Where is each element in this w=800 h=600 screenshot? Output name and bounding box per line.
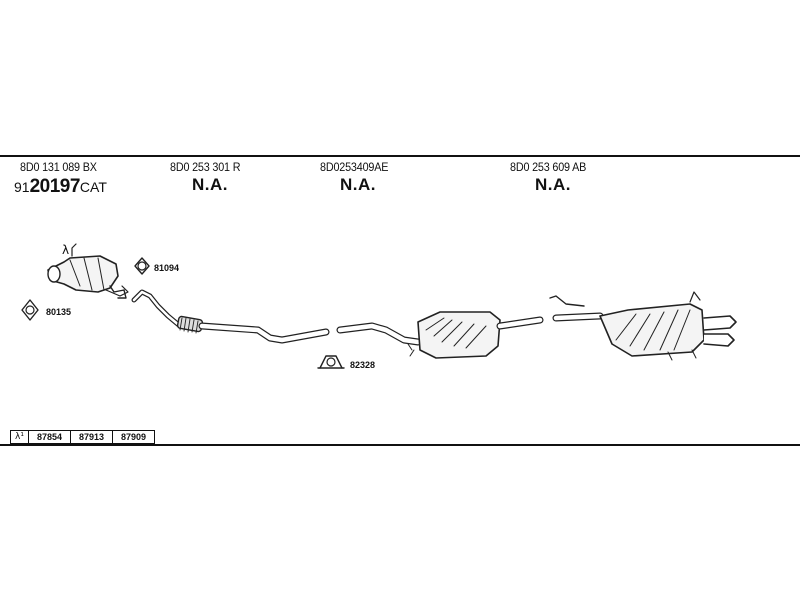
sensor-part-cell: 87909: [111, 430, 156, 444]
lambda-sensor-label: λ: [62, 243, 69, 257]
part-number-front-pipe: 8D0 253 301 R: [170, 160, 241, 174]
middle-silencer-drawing: [336, 311, 544, 359]
gasket-81094-icon: [134, 257, 150, 275]
sensor-part-cell: 87913: [69, 430, 114, 444]
sensor-part-cell: 87854: [27, 430, 71, 444]
bottom-divider: [0, 444, 800, 446]
gasket-81094-label: 81094: [154, 263, 179, 273]
part-number-rear-silencer: 8D0 253 609 AB: [510, 160, 587, 174]
catalytic-converter-drawing: [47, 243, 129, 299]
clamp-82328-label: 82328: [350, 360, 375, 370]
catalyst-prefix: 91: [14, 179, 30, 195]
rear-silencer-drawing: [549, 291, 737, 361]
catalyst-number: 20197: [29, 176, 81, 197]
clamp-82328-icon: [317, 355, 345, 369]
catalyst-suffix: CAT: [79, 179, 107, 195]
front-pipe-drawing: [131, 289, 330, 344]
status-front-pipe: N.A.: [192, 175, 228, 194]
top-divider: [0, 155, 800, 157]
catalyst-reference: 9120197CAT: [14, 176, 107, 198]
status-middle-silencer: N.A.: [340, 175, 376, 194]
table-row: λ¹ 87854 87913 87909: [10, 430, 156, 444]
gasket-80135-icon: [21, 299, 39, 321]
lambda-sensor-symbol: λ¹: [10, 430, 29, 444]
lambda-sensor-table: λ¹ 87854 87913 87909: [10, 430, 156, 444]
part-number-catalyst: 8D0 131 089 BX: [20, 160, 97, 174]
gasket-80135-label: 80135: [46, 307, 71, 317]
status-rear-silencer: N.A.: [535, 175, 571, 194]
part-number-middle-silencer: 8D0253409AE: [320, 160, 389, 174]
